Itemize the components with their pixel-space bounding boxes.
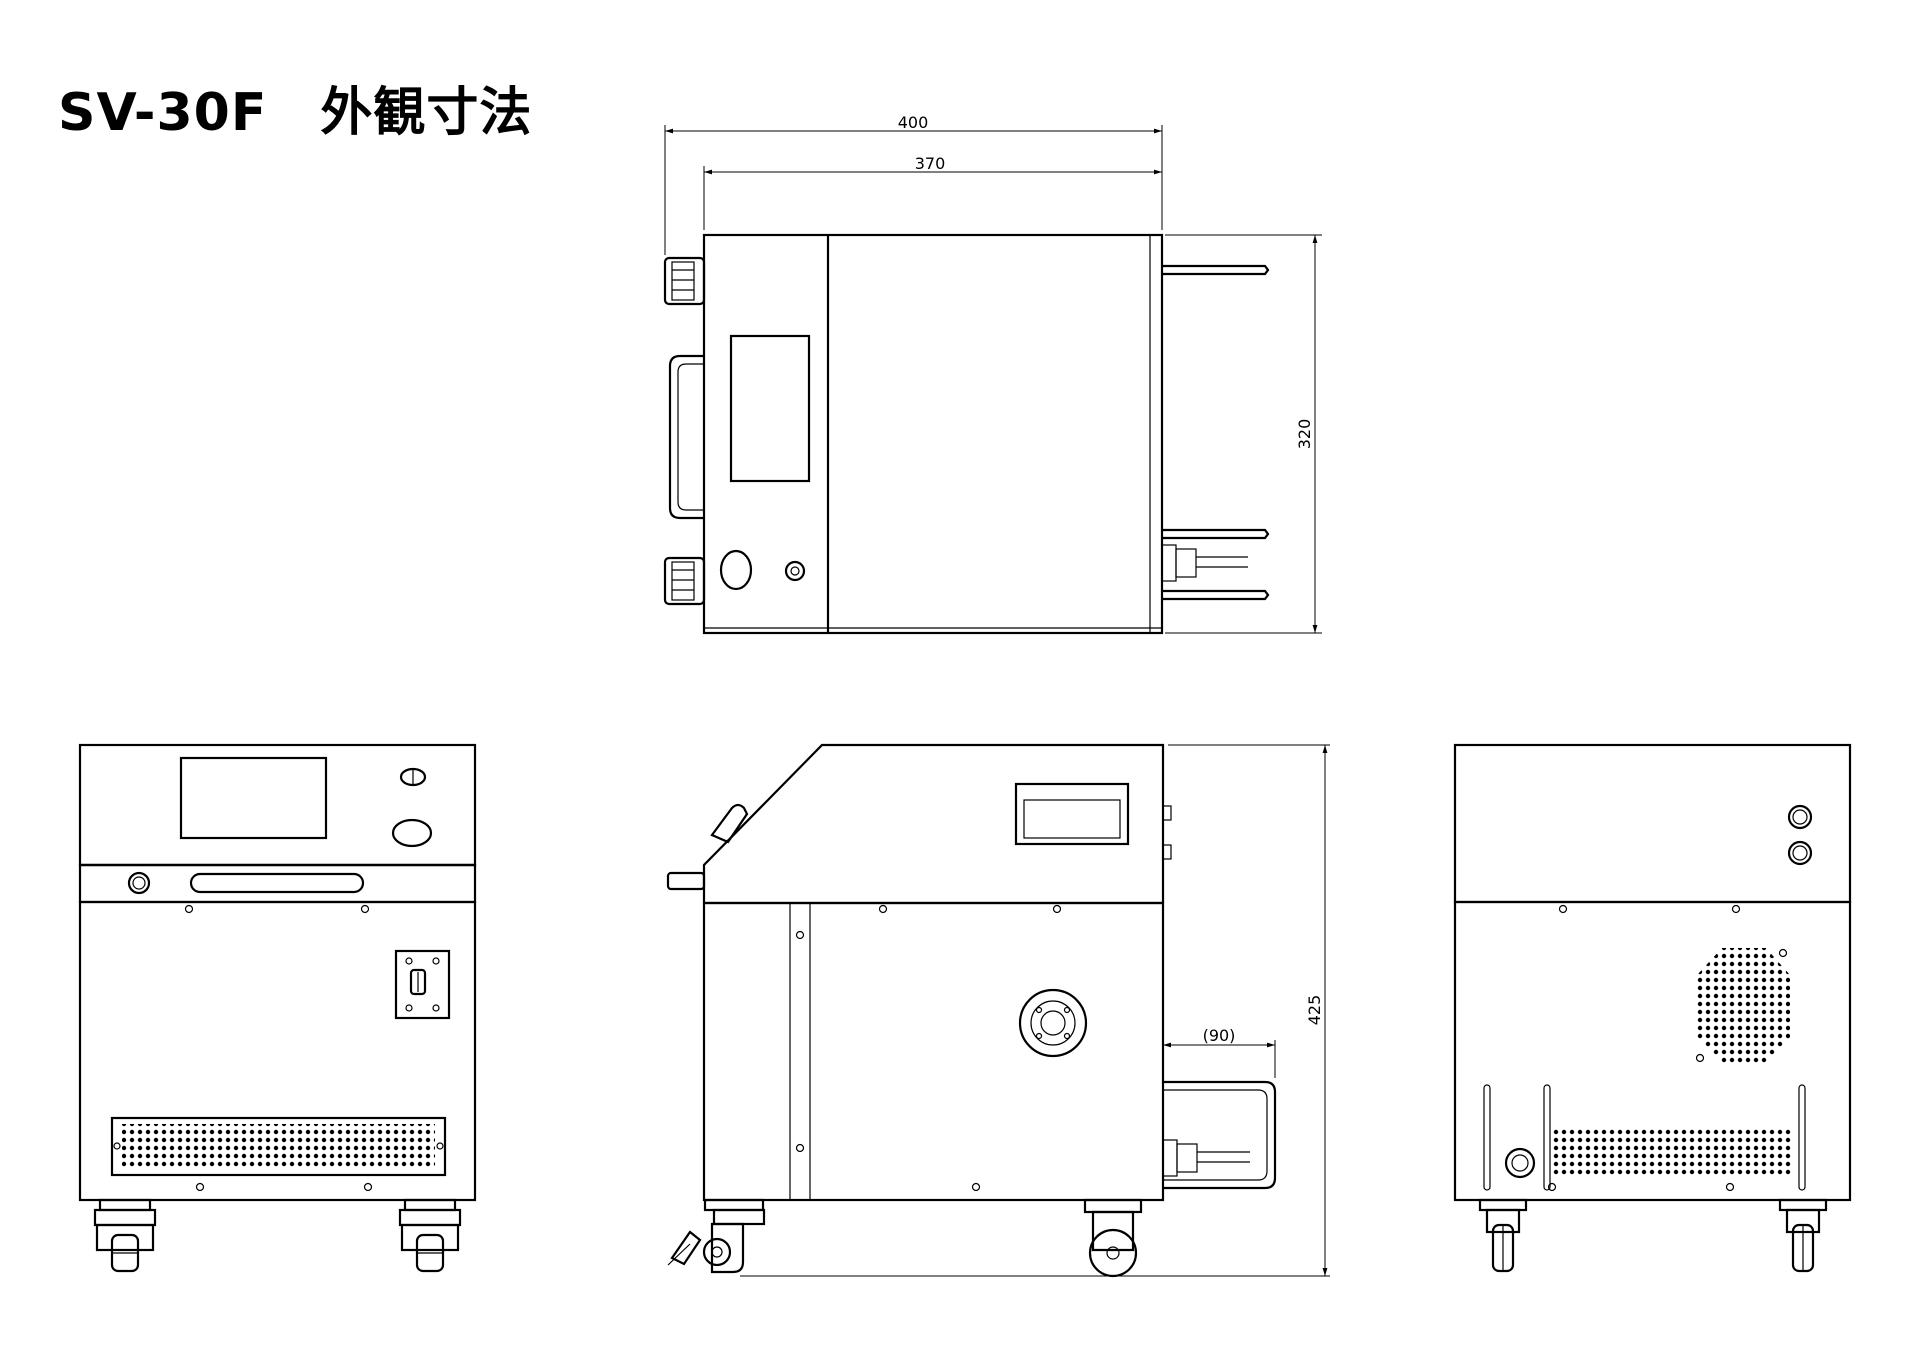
display-side [1014, 782, 1130, 846]
front-vent [110, 1116, 447, 1177]
connector-top-lower [663, 556, 706, 606]
dim-height: 425 [1305, 995, 1324, 1026]
connector-top-upper [663, 256, 706, 306]
front-caster-right [398, 1198, 462, 1273]
rear-caster-right [1778, 1198, 1828, 1273]
emergency-stop [1018, 988, 1088, 1058]
rear-vent [1553, 1127, 1793, 1175]
power-button-front [391, 818, 433, 848]
power-button-top [719, 549, 753, 591]
dim-handle-projection: (90) [1203, 1026, 1236, 1045]
front-handle [189, 872, 365, 894]
front-caster-left [93, 1198, 157, 1273]
display-panel-front [179, 756, 328, 840]
top-view: 400 370 320 [663, 113, 1322, 635]
side-view: 425 (90) [666, 743, 1330, 1278]
drawing-title: SV-30F 外観寸法 [58, 83, 533, 143]
rear-view [1453, 743, 1852, 1273]
dim-depth: 320 [1295, 419, 1314, 450]
rear-connector [1504, 1147, 1536, 1179]
display-panel-top [729, 334, 811, 483]
side-caster-front [667, 1198, 766, 1274]
front-view [78, 743, 477, 1273]
dim-overall-width: 400 [898, 113, 929, 132]
rear-caster-left [1478, 1198, 1528, 1273]
breaker-switch [394, 949, 451, 1020]
dim-body-width: 370 [915, 154, 946, 173]
fan-grille [1697, 948, 1790, 1063]
side-caster-rear [1083, 1198, 1143, 1278]
